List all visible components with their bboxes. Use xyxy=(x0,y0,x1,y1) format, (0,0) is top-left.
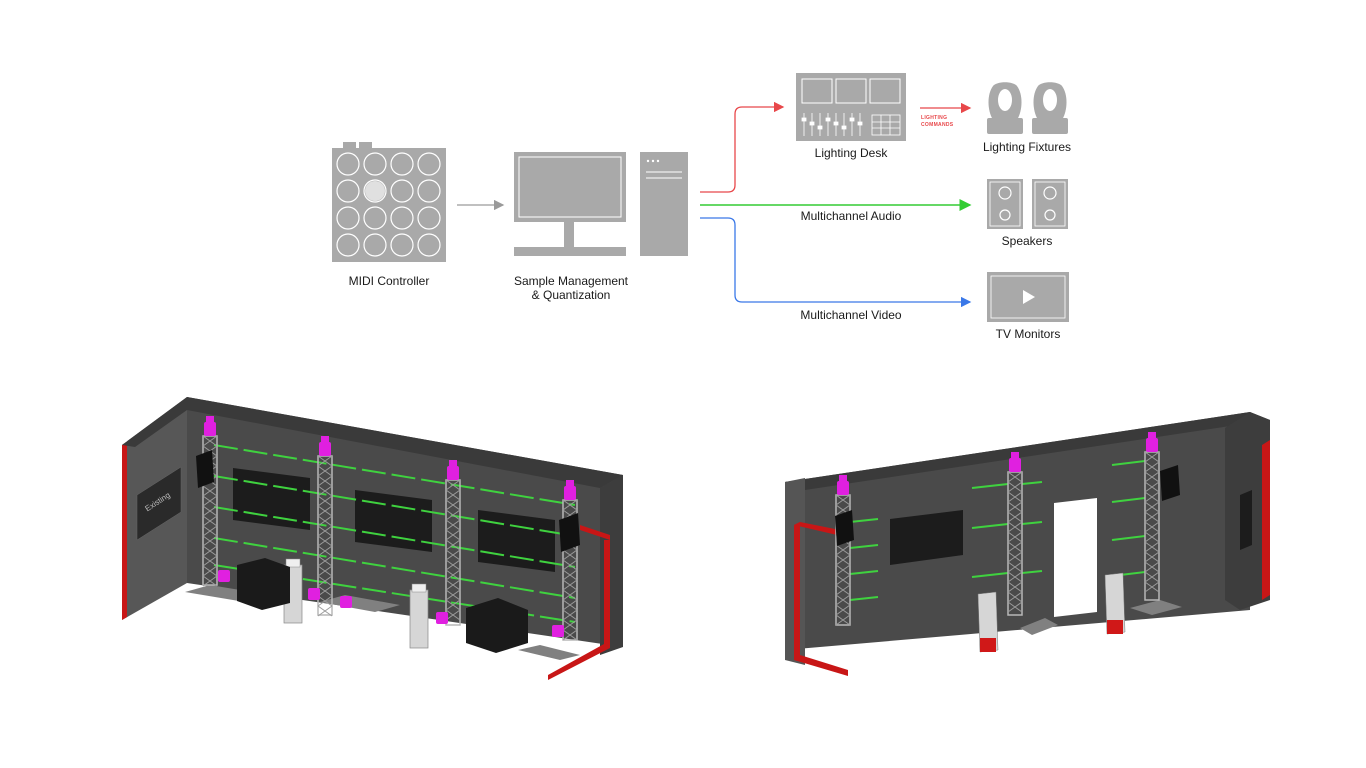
midi-pad xyxy=(336,179,360,203)
tv-monitor-icon xyxy=(987,272,1069,322)
midi-pad xyxy=(336,233,360,257)
sample-management-label-1: Sample Management xyxy=(514,274,629,288)
right-pedestal-1 xyxy=(977,591,999,653)
led-strip xyxy=(213,444,576,506)
led-strip xyxy=(1111,535,1146,541)
midi-pad xyxy=(390,206,414,230)
led-strip xyxy=(971,572,1009,578)
led-strip xyxy=(1021,521,1043,525)
midi-pad xyxy=(363,152,387,176)
right-stage-render xyxy=(785,412,1270,676)
speakers-icon xyxy=(987,179,1068,229)
floor-pedestal xyxy=(409,589,429,649)
led-strip xyxy=(971,523,1009,529)
midi-pad xyxy=(417,152,441,176)
midi-pad xyxy=(417,233,441,257)
midi-pad xyxy=(336,206,360,230)
lighting-fixtures-label: Lighting Fixtures xyxy=(983,140,1071,154)
left-stage-render: Existing xyxy=(122,397,623,680)
led-strip xyxy=(971,483,1009,489)
lighting-path-arrow xyxy=(700,101,785,193)
midi-pad xyxy=(390,233,414,257)
midi-pad xyxy=(363,233,387,257)
right-speaker-1 xyxy=(835,510,854,546)
led-strip xyxy=(849,518,879,523)
lighting-commands-label-1: LIGHTING xyxy=(921,115,947,121)
left-screen-1 xyxy=(233,468,310,530)
floor-light xyxy=(218,570,230,582)
lighting-commands-label-2: COMMANDS xyxy=(921,122,954,128)
left-truss-2 xyxy=(317,436,333,617)
led-strip xyxy=(1111,460,1146,466)
midi-pad xyxy=(336,152,360,176)
floor-light xyxy=(308,588,320,600)
left-subwoofer-1 xyxy=(237,558,290,610)
led-strip xyxy=(1021,570,1043,574)
midi-pad-active xyxy=(365,181,385,201)
midi-pad xyxy=(417,179,441,203)
midi-pad xyxy=(363,206,387,230)
right-speaker-2 xyxy=(1160,465,1180,501)
right-pedestal-2 xyxy=(1104,572,1126,635)
right-truss-3 xyxy=(1144,432,1160,601)
led-strip xyxy=(849,596,879,601)
left-speaker-1 xyxy=(196,450,214,488)
right-truss-2 xyxy=(1007,452,1023,616)
midi-pad xyxy=(417,206,441,230)
midi-pad xyxy=(363,179,387,203)
led-strip xyxy=(213,475,576,537)
left-screen-3 xyxy=(478,510,555,572)
left-speaker-2 xyxy=(559,513,580,552)
led-strip xyxy=(213,506,576,568)
speakers-label: Speakers xyxy=(1002,234,1053,248)
computer-icon xyxy=(514,152,688,256)
tv-monitors-label: TV Monitors xyxy=(996,327,1061,341)
floor-light xyxy=(436,612,448,624)
lighting-fixtures-icon xyxy=(987,82,1068,134)
led-strip xyxy=(1111,497,1146,503)
midi-pad xyxy=(390,179,414,203)
midi-controller-icon xyxy=(332,142,446,262)
lighting-desk-icon xyxy=(796,73,906,141)
floor-light xyxy=(340,596,352,608)
right-screen xyxy=(890,510,963,565)
led-strip xyxy=(1021,481,1043,485)
sample-management-label-2: & Quantization xyxy=(532,288,611,302)
multichannel-video-label: Multichannel Video xyxy=(800,308,902,322)
led-strip xyxy=(849,570,879,575)
left-truss-3 xyxy=(445,460,461,626)
midi-pad xyxy=(390,152,414,176)
led-strip xyxy=(849,544,879,549)
floor-light xyxy=(552,625,564,637)
multichannel-video-arrow xyxy=(700,217,972,308)
midi-controller-label: MIDI Controller xyxy=(349,274,430,288)
left-truss-1 xyxy=(202,416,218,587)
led-strip xyxy=(213,537,576,599)
multichannel-audio-label: Multichannel Audio xyxy=(801,209,902,223)
lighting-desk-label: Lighting Desk xyxy=(815,146,889,160)
left-subwoofer-2 xyxy=(466,598,528,653)
left-screen-2 xyxy=(355,490,432,552)
